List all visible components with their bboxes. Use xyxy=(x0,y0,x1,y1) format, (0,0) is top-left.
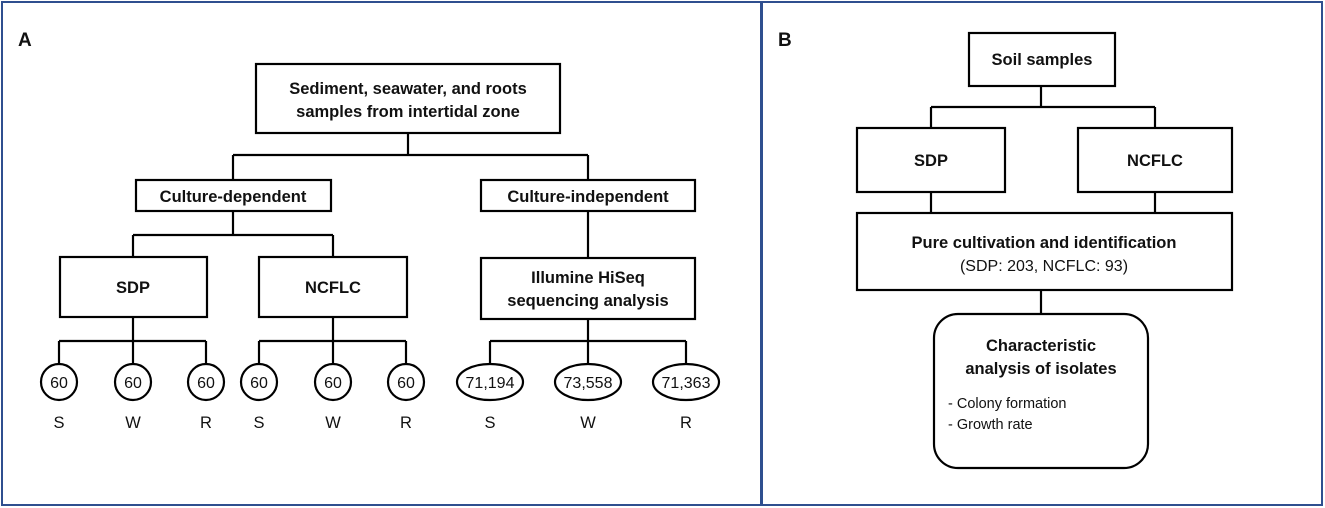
seq-count-r: 71,363 xyxy=(662,375,711,392)
illumine-box: Illumine HiSeq sequencing analysis xyxy=(479,256,697,321)
sdp-box-b: SDP xyxy=(855,126,1007,194)
panel-b-connectors xyxy=(929,86,1157,314)
soil-samples-label: Soil samples xyxy=(992,51,1093,69)
ncflc-label-b: NCFLC xyxy=(1127,152,1183,170)
culture-dependent-label: Culture-dependent xyxy=(160,188,307,206)
root-line-2: samples from intertidal zone xyxy=(296,103,520,121)
pure-cultivation-box: Pure cultivation and identification (SDP… xyxy=(855,211,1234,292)
pure-cultivation-counts: (SDP: 203, NCFLC: 93) xyxy=(960,258,1128,275)
sample-label: S xyxy=(253,414,264,432)
ncflc-count-s: 60 xyxy=(250,375,268,392)
ncflc-label-a: NCFLC xyxy=(305,279,361,297)
soil-samples-box: Soil samples xyxy=(967,31,1117,88)
culture-independent-label: Culture-independent xyxy=(507,188,669,206)
characteristic-title-1: Characteristic xyxy=(986,337,1096,355)
sequence-count-ellipses: 71,194 73,558 71,363 xyxy=(455,362,721,402)
sample-label: W xyxy=(580,414,596,432)
sample-labels: S W R S W R S W R xyxy=(53,414,692,432)
characteristic-title-2: analysis of isolates xyxy=(965,360,1116,378)
panel-b-label: B xyxy=(778,30,792,51)
sample-label: R xyxy=(400,414,412,432)
sdp-count-s: 60 xyxy=(50,375,68,392)
ncflc-count-r: 60 xyxy=(397,375,415,392)
ncflc-count-circles: 60 60 60 xyxy=(239,362,426,402)
sample-label: R xyxy=(200,414,212,432)
panel-a-connectors xyxy=(57,133,688,364)
sample-label: S xyxy=(484,414,495,432)
panel-a-label: A xyxy=(18,30,32,51)
sdp-count-r: 60 xyxy=(197,375,215,392)
ncflc-box-a: NCFLC xyxy=(257,255,409,319)
root-sample-box: Sediment, seawater, and roots samples fr… xyxy=(254,62,562,135)
ncflc-count-w: 60 xyxy=(324,375,342,392)
sample-label: W xyxy=(325,414,341,432)
seq-count-s: 71,194 xyxy=(466,375,515,392)
pure-cultivation-title: Pure cultivation and identification xyxy=(912,234,1177,252)
sdp-count-w: 60 xyxy=(124,375,142,392)
illumine-line-1: Illumine HiSeq xyxy=(531,269,645,287)
bullet-growth-rate: - Growth rate xyxy=(948,417,1033,433)
sample-label: S xyxy=(53,414,64,432)
sample-label: R xyxy=(680,414,692,432)
sdp-label-a: SDP xyxy=(116,279,150,297)
culture-dependent-box: Culture-dependent xyxy=(134,178,333,213)
characteristic-analysis-box: Characteristic analysis of isolates - Co… xyxy=(932,312,1150,470)
sample-label: W xyxy=(125,414,141,432)
root-line-1: Sediment, seawater, and roots xyxy=(289,80,527,98)
culture-independent-box: Culture-independent xyxy=(479,178,697,213)
sdp-box-a: SDP xyxy=(58,255,209,319)
illumine-line-2: sequencing analysis xyxy=(507,292,668,310)
ncflc-box-b: NCFLC xyxy=(1076,126,1234,194)
sdp-label-b: SDP xyxy=(914,152,948,170)
seq-count-w: 73,558 xyxy=(564,375,613,392)
bullet-colony-formation: - Colony formation xyxy=(948,396,1066,412)
sdp-count-circles: 60 60 60 xyxy=(39,362,226,402)
